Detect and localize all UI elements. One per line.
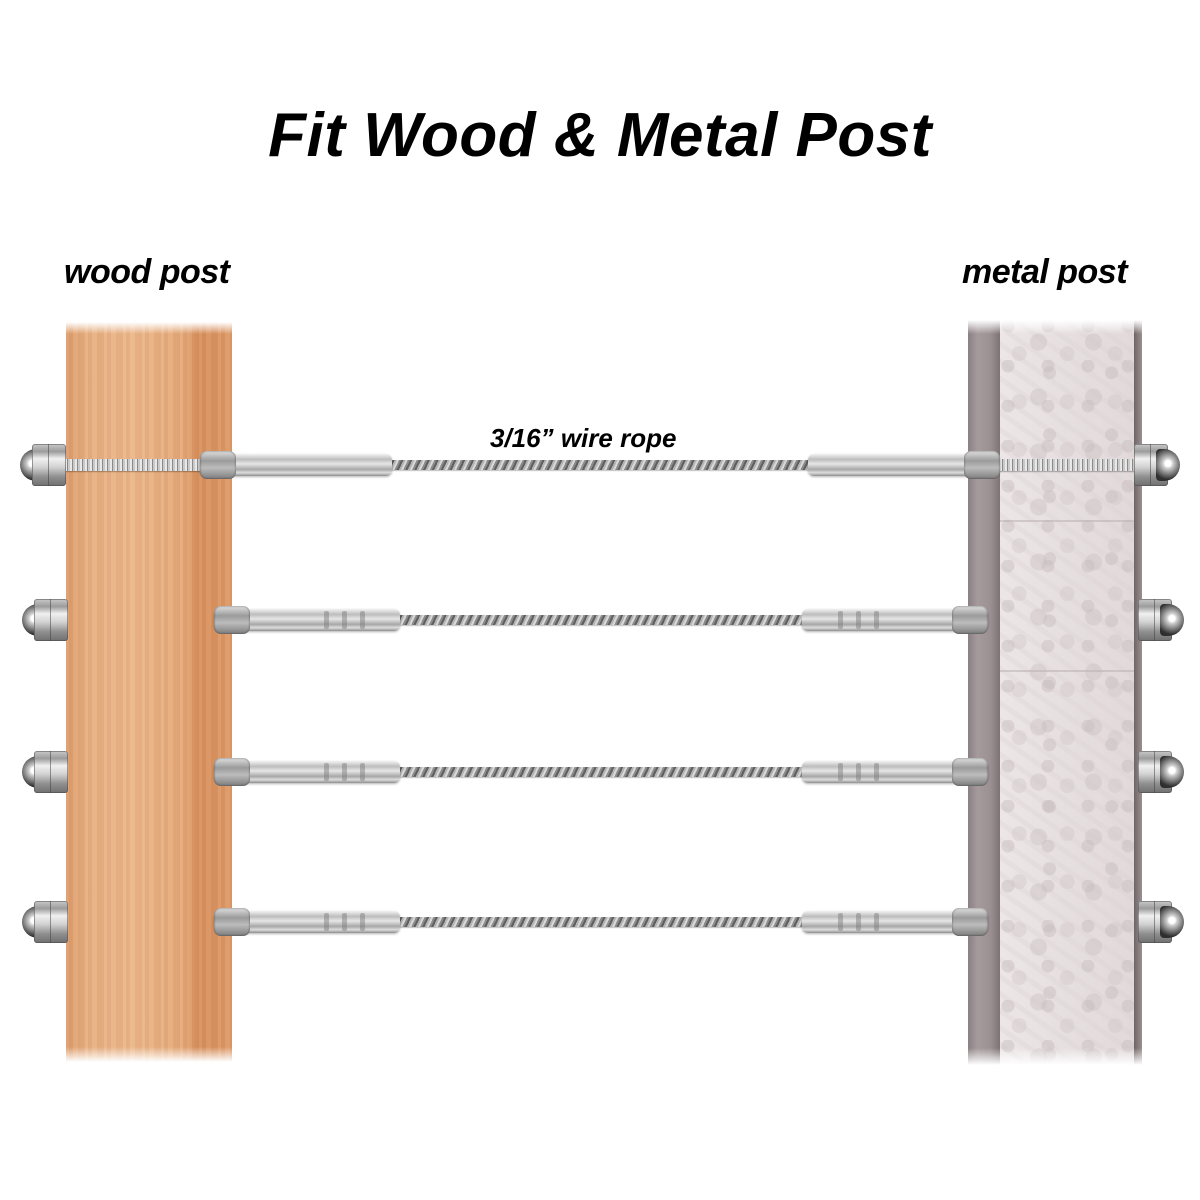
acorn-nut-icon — [14, 599, 68, 641]
wire-rope — [396, 917, 806, 927]
cable-label: 3/16” wire rope — [490, 423, 677, 453]
acorn-nut-icon — [1138, 901, 1192, 943]
acorn-nut-icon — [1138, 751, 1192, 793]
metal-post-face — [1000, 320, 1134, 1065]
swage-head — [214, 908, 250, 936]
swage-head — [214, 758, 250, 786]
acorn-nut-icon — [1134, 444, 1188, 486]
swage-head — [200, 451, 236, 479]
dome-head-fitting-right — [802, 758, 988, 786]
dome-head-fitting-left — [214, 606, 400, 634]
swage-stud-fitting-left — [200, 451, 392, 479]
threaded-stud-left — [40, 459, 210, 471]
acorn-nut-icon — [1138, 599, 1192, 641]
swage-head — [952, 908, 988, 936]
metal-post-edge — [1134, 320, 1142, 1065]
wire-rope — [388, 460, 812, 470]
swage-stud-fitting-right — [808, 451, 1000, 479]
page-title: Fit Wood & Metal Post — [268, 101, 932, 170]
dome-head-fitting-left — [214, 908, 400, 936]
metal-post — [968, 320, 1142, 1065]
wood-post-label: wood post — [64, 253, 230, 291]
swage-head — [952, 758, 988, 786]
wire-rope — [396, 767, 806, 777]
metal-post-label: metal post — [962, 253, 1128, 291]
swage-head — [964, 451, 1000, 479]
wire-rope — [396, 615, 806, 625]
metal-post-seam — [1000, 520, 1134, 522]
swage-head — [952, 606, 988, 634]
metal-post-seam — [1000, 670, 1134, 672]
swage-head — [214, 606, 250, 634]
dome-head-fitting-right — [802, 606, 988, 634]
threaded-stud-right — [995, 459, 1145, 471]
wood-post — [66, 322, 232, 1062]
acorn-nut-icon — [12, 444, 66, 486]
acorn-nut-icon — [14, 901, 68, 943]
dome-head-fitting-right — [802, 908, 988, 936]
acorn-nut-icon — [14, 751, 68, 793]
dome-head-fitting-left — [214, 758, 400, 786]
metal-post-side-strip — [968, 320, 1000, 1065]
